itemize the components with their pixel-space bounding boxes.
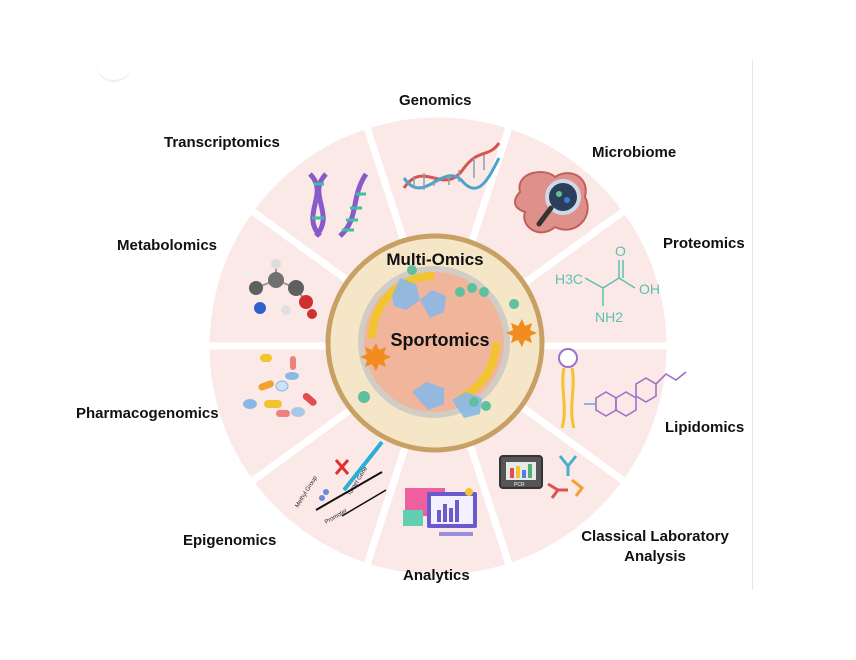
decorative-corner-arc [96, 58, 132, 82]
core: Multi-Omics Sportomics [325, 233, 545, 453]
dashboard-chart-icon [403, 488, 477, 536]
label-analytics: Analytics [403, 567, 470, 584]
label-microbiome: Microbiome [592, 144, 677, 161]
formula-oh: OH [639, 281, 660, 297]
dna-helix-icon [402, 142, 501, 190]
intestine-magnifier-icon [514, 171, 589, 234]
label-lipidomics: Lipidomics [665, 419, 745, 436]
lipid-cholesterol-icon [558, 348, 687, 429]
right-divider [752, 60, 753, 590]
orange-burst-right [506, 319, 537, 347]
molecule-model-icon [244, 259, 317, 319]
center-subtitle: Sportomics [390, 330, 489, 350]
amino-acid-structure-icon: H3C O OH NH2 [555, 243, 660, 325]
formula-ch3: H3C [555, 271, 583, 287]
label-epigenomics: Epigenomics [183, 532, 277, 549]
orange-burst-left [360, 343, 391, 371]
formula-nh2: NH2 [595, 309, 623, 325]
label-proteomics: Proteomics [663, 235, 745, 252]
pcr-machine-antibody-icon: PCR [499, 455, 585, 499]
label-classical-laboratory-analysis: Classical Laboratory Analysis [581, 528, 729, 565]
rna-strands-icon [308, 172, 369, 238]
label-pharmacogenomics: Pharmacogenomics [76, 405, 219, 422]
label-transcriptomics: Transcriptomics [164, 134, 280, 151]
label-genomics: Genomics [399, 92, 472, 109]
formula-o: O [615, 243, 626, 259]
center-title: Multi-Omics [386, 250, 483, 269]
pills-icon [243, 354, 317, 417]
label-metabolomics: Metabolomics [117, 237, 218, 254]
pcr-label: PCR [514, 482, 525, 488]
